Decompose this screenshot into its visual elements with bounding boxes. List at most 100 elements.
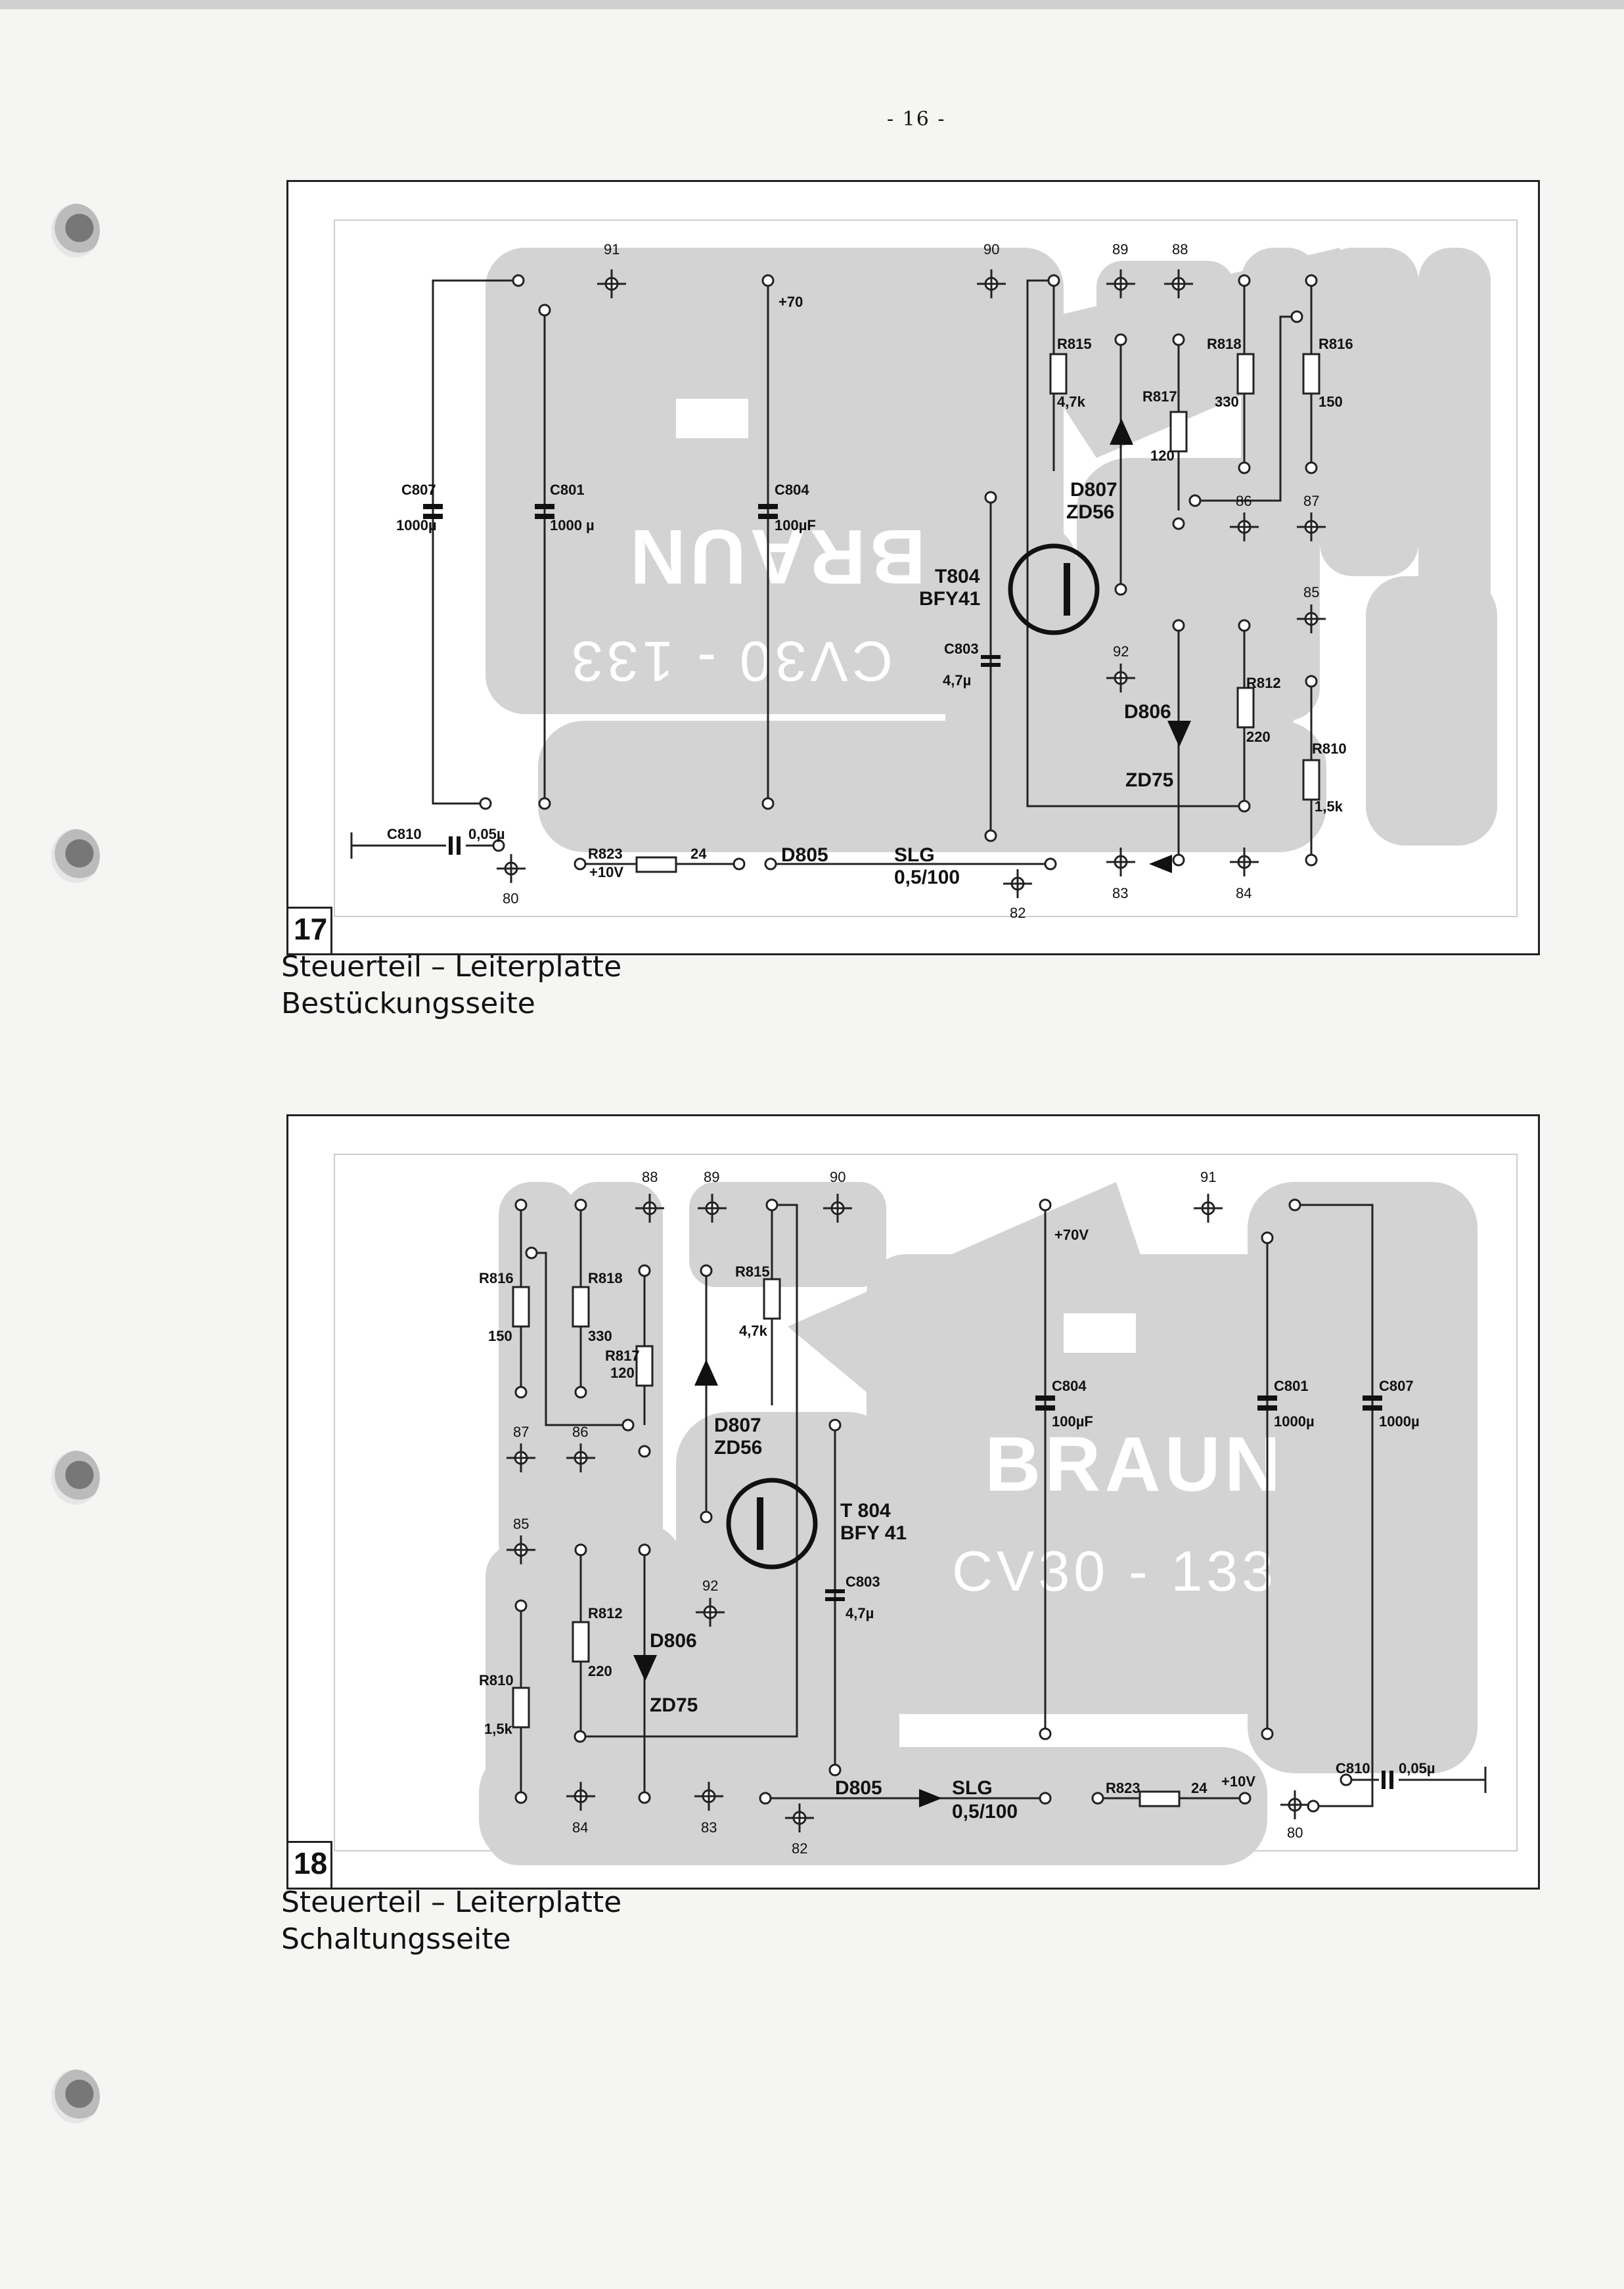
test-point-86 — [1230, 512, 1259, 541]
diode-d805 — [919, 1789, 942, 1807]
pin-label: 89 — [704, 1169, 719, 1185]
test-point-85 — [507, 1535, 535, 1564]
pad — [1044, 857, 1057, 871]
label-zd75: ZD75 — [650, 1694, 698, 1716]
pin-label: 91 — [604, 241, 620, 258]
pad — [1039, 1727, 1052, 1740]
resistor-r816 — [512, 1286, 530, 1328]
test-point-80 — [1280, 1790, 1309, 1819]
test-point-89 — [1106, 269, 1135, 298]
caption-title: Steuerteil – Leiterplatte — [281, 1886, 622, 1919]
pad — [492, 839, 505, 852]
test-point-84 — [566, 1782, 595, 1811]
model-label-mirrored: CV30 - 133 — [568, 629, 893, 692]
label-d807: D807 — [1070, 479, 1117, 501]
pcb-diagram-solder-side: BRAUN CV30 - 133 — [334, 1154, 1518, 1865]
label-r818: R818 — [1207, 336, 1242, 352]
pad — [1188, 494, 1202, 507]
label-bfy41: BFY 41 — [840, 1522, 907, 1544]
label-c803-value: 4,7µ — [846, 1605, 874, 1621]
label-bfy41: BFY41 — [919, 588, 980, 610]
label-slg-value: 0,5/100 — [952, 1801, 1018, 1823]
model-label: CV30 - 133 — [952, 1540, 1277, 1603]
label-r810: R810 — [479, 1672, 514, 1688]
label-c807: C807 — [1379, 1378, 1414, 1394]
pin-label: 92 — [702, 1577, 718, 1594]
pad — [1238, 619, 1251, 632]
label-c803-value: 4,7µ — [943, 672, 971, 689]
resistor-r810 — [1302, 759, 1320, 801]
label-plus70: +70V — [1054, 1227, 1089, 1243]
label-c807-value: 1000µ — [396, 517, 437, 533]
label-t804: T804 — [935, 566, 980, 587]
test-point-89 — [698, 1194, 727, 1223]
transistor-t804 — [1008, 543, 1100, 635]
pin-label: 85 — [1303, 584, 1319, 601]
resistor-r812 — [1236, 687, 1255, 729]
pad — [733, 857, 746, 871]
copper-area — [564, 1524, 683, 1865]
pad — [538, 797, 551, 810]
copper-trace — [788, 1182, 1142, 1392]
label-r816-value: 150 — [488, 1328, 512, 1344]
pad — [514, 1386, 528, 1399]
resistor-r815 — [763, 1278, 781, 1320]
label-c807: C807 — [401, 482, 436, 498]
label-plus10: +10V — [589, 864, 623, 880]
test-point-92 — [1106, 664, 1135, 692]
pad — [574, 1730, 587, 1743]
pad — [538, 304, 551, 317]
pad — [1305, 853, 1318, 867]
top-edge — [0, 0, 1624, 9]
test-point-91 — [597, 269, 626, 298]
test-point-82 — [785, 1803, 814, 1832]
label-slg: SLG — [894, 844, 935, 866]
pad — [1288, 1198, 1301, 1212]
label-r812-value: 220 — [1246, 729, 1271, 745]
caption-subtitle: Schaltungsseite — [281, 1922, 511, 1956]
pad — [1305, 461, 1318, 474]
copper-area — [689, 1182, 886, 1287]
label-plus10: +10V — [1221, 1773, 1255, 1790]
label-r816: R816 — [479, 1270, 514, 1286]
zener-diode-d807 — [1110, 419, 1133, 445]
test-point-82 — [1003, 869, 1032, 898]
label-r823: R823 — [1106, 1780, 1140, 1796]
label-r823: R823 — [588, 846, 623, 862]
figure-17-caption: Steuerteil – Leiterplatte Bestückungssei… — [281, 949, 621, 1022]
test-point-92 — [696, 1598, 725, 1627]
resistor-r810 — [512, 1687, 530, 1729]
label-r823-value: 24 — [1191, 1780, 1207, 1796]
pad — [1238, 800, 1251, 813]
test-point-83 — [694, 1782, 723, 1811]
pin-label: 87 — [513, 1424, 529, 1440]
pad — [638, 1264, 651, 1277]
braun-mark — [1064, 1313, 1136, 1353]
label-t804: T 804 — [840, 1500, 891, 1522]
label-r818-value: 330 — [1215, 394, 1239, 410]
pin-label: 88 — [1172, 241, 1188, 258]
label-d806: D806 — [650, 1630, 697, 1652]
pad — [1172, 853, 1185, 867]
pad — [638, 1445, 651, 1458]
pad — [700, 1264, 713, 1277]
pad — [1305, 675, 1318, 688]
pad — [1114, 333, 1127, 346]
label-d807: D807 — [714, 1415, 761, 1436]
pad — [1172, 333, 1185, 346]
label-r810: R810 — [1312, 740, 1347, 757]
pin-label: 92 — [1113, 643, 1129, 660]
pad — [574, 1543, 587, 1556]
label-r815-value: 4,7k — [739, 1323, 768, 1339]
resistor-r812 — [572, 1621, 590, 1663]
capacitor-c803 — [825, 1589, 845, 1601]
label-c801: C801 — [1274, 1378, 1309, 1394]
pin-label: 84 — [572, 1819, 588, 1836]
copper-area — [1248, 1182, 1477, 1773]
pad — [1047, 274, 1060, 287]
pin-label: 85 — [513, 1516, 529, 1532]
copper-area — [1418, 248, 1491, 642]
pad — [1172, 517, 1185, 530]
zener-diode-d806 — [1167, 721, 1191, 747]
label-d806: D806 — [1124, 701, 1171, 723]
